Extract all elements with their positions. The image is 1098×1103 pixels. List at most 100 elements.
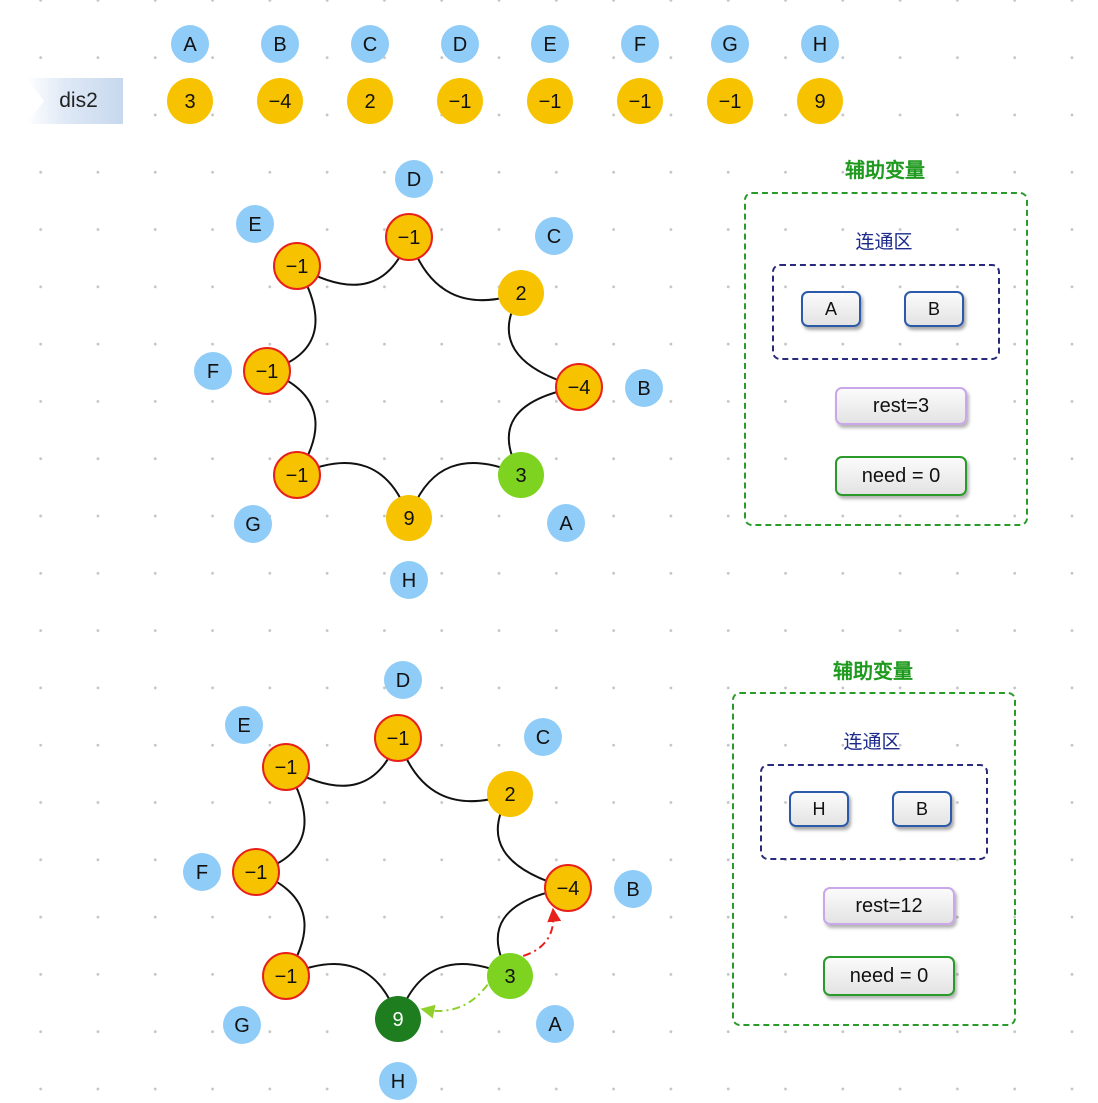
d2-label-circle-C xyxy=(524,718,562,756)
header-value-G: −1 xyxy=(719,91,742,113)
d2-node-circle-G xyxy=(262,952,310,1000)
header-label-circle-G xyxy=(711,25,749,63)
d1-node-circle-B xyxy=(555,363,603,411)
panel-2-region-node-2: B xyxy=(892,791,952,827)
d1-node-value-H: 9 xyxy=(403,508,414,530)
d2-node-circle-F xyxy=(232,848,280,896)
d1-label-E: E xyxy=(248,214,261,236)
d1-node-value-C: 2 xyxy=(515,283,526,305)
header-value-circle-D xyxy=(437,78,483,124)
d2-label-B: B xyxy=(626,879,639,901)
header-label-circle-H xyxy=(801,25,839,63)
header-value-F: −1 xyxy=(629,91,652,113)
panel-1-region-node-1: A xyxy=(801,291,861,327)
d2-label-circle-A xyxy=(536,1005,574,1043)
d2-node-value-A: 3 xyxy=(504,966,515,988)
header-value-circle-B xyxy=(257,78,303,124)
d2-node-value-C: 2 xyxy=(504,784,515,806)
d1-label-circle-C xyxy=(535,217,573,255)
d2-label-circle-H xyxy=(379,1062,417,1100)
d1-node-circle-G xyxy=(273,451,321,499)
d1-node-circle-H xyxy=(386,495,432,541)
d2-label-E: E xyxy=(237,715,250,737)
header-label-F: F xyxy=(634,34,646,56)
d1-node-circle-E xyxy=(273,242,321,290)
d1-label-circle-B xyxy=(625,369,663,407)
d2-node-circle-H xyxy=(375,996,421,1042)
header-label-A: A xyxy=(183,34,197,56)
header-label-circle-D xyxy=(441,25,479,63)
header-label-H: H xyxy=(813,34,827,56)
d1-label-F: F xyxy=(207,361,219,383)
panel-1-title: 辅助变量 xyxy=(845,160,925,182)
d2-label-circle-F xyxy=(183,853,221,891)
d1-label-circle-E xyxy=(236,205,274,243)
d1-node-circle-D xyxy=(385,213,433,261)
panel-1-region xyxy=(772,264,1000,360)
d1-label-H: H xyxy=(402,570,416,592)
d1-node-circle-C xyxy=(498,270,544,316)
d2-node-circle-E xyxy=(262,743,310,791)
panel-2-region-node-1: H xyxy=(789,791,849,827)
d2-label-circle-G xyxy=(223,1006,261,1044)
d1-label-circle-D xyxy=(395,160,433,198)
d2-node-circle-D xyxy=(374,714,422,762)
panel-1-need: need = 0 xyxy=(835,456,967,496)
d1-label-circle-H xyxy=(390,561,428,599)
d1-node-value-B: −4 xyxy=(568,377,591,399)
d2-node-value-B: −4 xyxy=(557,878,580,900)
header-value-C: 2 xyxy=(364,91,375,113)
d2-label-D: D xyxy=(396,670,410,692)
d2-node-value-H: 9 xyxy=(392,1009,403,1031)
d1-label-G: G xyxy=(245,514,261,536)
d2-node-value-E: −1 xyxy=(275,757,298,779)
panel-1-region-node-2: B xyxy=(904,291,964,327)
d1-node-value-E: −1 xyxy=(286,256,309,278)
d1-node-value-A: 3 xyxy=(515,465,526,487)
panel-2-region xyxy=(760,764,988,860)
header-value-circle-G xyxy=(707,78,753,124)
panel-2-region-title: 连通区 xyxy=(843,732,901,753)
panel-2-aux-vars xyxy=(732,692,1016,1026)
panel-2-need: need = 0 xyxy=(823,956,955,996)
d2-label-circle-D xyxy=(384,661,422,699)
d1-label-circle-F xyxy=(194,352,232,390)
header-label-circle-B xyxy=(261,25,299,63)
panel-2-rest: rest=12 xyxy=(823,887,955,925)
header-label-C: C xyxy=(363,34,377,56)
d2-arrow-A-to-H xyxy=(420,984,489,1019)
d2-node-circle-B xyxy=(544,864,592,912)
d2-node-value-G: −1 xyxy=(275,966,298,988)
d2-node-circle-A xyxy=(487,953,533,999)
d1-node-value-D: −1 xyxy=(398,227,421,249)
header-label-G: G xyxy=(722,34,738,56)
d1-node-value-F: −1 xyxy=(256,361,279,383)
header-label-circle-C xyxy=(351,25,389,63)
d2-label-A: A xyxy=(548,1014,562,1036)
d1-label-D: D xyxy=(407,169,421,191)
header-value-circle-H xyxy=(797,78,843,124)
header-label-B: B xyxy=(273,34,286,56)
d2-arrow-A-to-B xyxy=(522,907,562,957)
d2-label-G: G xyxy=(234,1015,250,1037)
d1-label-circle-G xyxy=(234,505,272,543)
header-label-circle-A xyxy=(171,25,209,63)
header-value-B: −4 xyxy=(269,91,292,113)
header-value-circle-A xyxy=(167,78,213,124)
d2-label-F: F xyxy=(196,862,208,884)
d1-node-circle-A xyxy=(498,452,544,498)
header-value-H: 9 xyxy=(814,91,825,113)
panel-1-aux-vars xyxy=(744,192,1028,526)
d1-label-B: B xyxy=(637,378,650,400)
d2-node-value-F: −1 xyxy=(245,862,268,884)
header-value-circle-F xyxy=(617,78,663,124)
header-label-E: E xyxy=(543,34,556,56)
header-label-D: D xyxy=(453,34,467,56)
d2-node-circle-C xyxy=(487,771,533,817)
d1-node-value-G: −1 xyxy=(286,465,309,487)
d2-node-value-D: −1 xyxy=(387,728,410,750)
